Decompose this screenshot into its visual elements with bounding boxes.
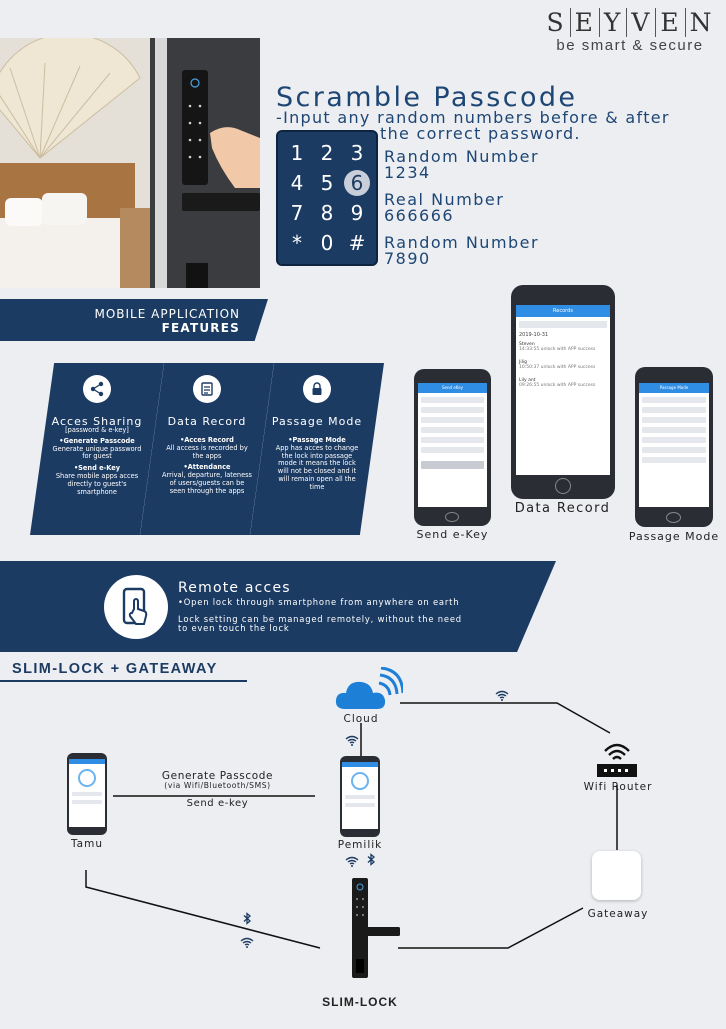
connection-lines <box>85 702 618 949</box>
share-icon <box>83 375 111 403</box>
remote-line-1: •Open lock through smartphone from anywh… <box>178 597 460 607</box>
label-wifi-router: Wifi Router <box>583 781 653 793</box>
smartphone-touch-icon <box>104 575 168 639</box>
phone-passage-mode: Passage Mode <box>635 367 713 527</box>
cloud-icon <box>333 666 405 717</box>
wifi-icon <box>495 686 509 705</box>
lock-circle-icon <box>78 769 96 787</box>
wifi-router-icon <box>596 739 638 783</box>
remote-acces-band <box>0 561 556 652</box>
keypad: 1 2 3 4 5 6 7 8 9 * 0 # <box>276 130 378 266</box>
key-1: 1 <box>290 141 304 165</box>
lock-circle-icon <box>351 772 369 790</box>
slim-lock-device-icon <box>318 877 400 987</box>
home-button-icon <box>555 478 571 494</box>
hero-photo <box>0 38 260 288</box>
phone-tamu <box>67 753 107 835</box>
key-hash: # <box>348 231 366 255</box>
key-9: 9 <box>350 201 364 225</box>
wifi-icon <box>240 933 254 952</box>
brand-tagline: be smart & secure <box>556 37 704 54</box>
scramble-title: Scramble Passcode <box>276 82 578 113</box>
phone-send-ekey: Send eKey <box>414 369 491 526</box>
remote-line-2: Lock setting can be managed remotely, wi… <box>178 614 462 624</box>
real-number: Real Number 666666 <box>384 190 505 225</box>
key-star: * <box>292 231 302 255</box>
label-send-ekey: Send e-Key <box>416 528 489 541</box>
phone-data-record: Records 2019-10-31 Steven 14:33:55 unloc… <box>511 285 615 499</box>
random-number-before: Random Number 1234 <box>384 147 540 182</box>
bluetooth-icon <box>367 851 376 870</box>
remote-title: Remote acces <box>178 580 291 596</box>
key-4: 4 <box>290 171 304 195</box>
random-number-after: Random Number 7890 <box>384 233 540 268</box>
features-banner: MOBILE APPLICATION FEATURES <box>0 299 268 341</box>
label-passage-mode: Passage Mode <box>628 530 720 543</box>
padlock-icon <box>303 375 331 403</box>
label-slim-lock: SLIM-LOCK <box>322 995 398 1009</box>
phone-pemilik <box>340 756 380 837</box>
bluetooth-icon <box>243 910 252 929</box>
key-2: 2 <box>320 141 334 165</box>
label-tamu: Tamu <box>71 838 103 850</box>
key-6-selected: 6 <box>342 168 372 198</box>
key-3: 3 <box>350 141 364 165</box>
label-data-record: Data Record <box>514 501 611 516</box>
feature-card-acces-sharing: Acces Sharing [password & e-key] •Genera… <box>30 363 164 535</box>
title-underline <box>0 680 247 682</box>
label-pemilik: Pemilik <box>337 839 383 851</box>
feature-card-data-record: Data Record •Acces Record All access is … <box>140 363 274 535</box>
document-record-icon <box>193 375 221 403</box>
logo-wordmark: S E Y V E N <box>540 8 720 37</box>
label-cloud: Cloud <box>343 713 379 725</box>
label-gateaway: Gateaway <box>587 908 649 920</box>
label-generate-passcode: Generate Passcode <box>161 770 274 782</box>
bedroom-door-illustration <box>0 38 260 288</box>
home-button-icon <box>666 512 681 523</box>
key-7: 7 <box>290 201 304 225</box>
home-button-icon <box>445 512 459 522</box>
brand-logo: S E Y V E N be smart & secure <box>540 8 720 54</box>
label-send-e-key: Send e-key <box>186 798 249 809</box>
key-5: 5 <box>320 171 334 195</box>
feature-card-passage-mode: Passage Mode •Passage Mode App has acces… <box>250 363 384 535</box>
remote-line-3: to even touch the lock <box>178 623 290 633</box>
key-8: 8 <box>320 201 334 225</box>
diagram-title: SLIM-LOCK + GATEAWAY <box>12 661 218 677</box>
scramble-subtitle: -Input any random numbers before & after… <box>276 108 670 143</box>
label-via: (via Wifi/Bluetooth/SMS) <box>164 781 271 790</box>
key-0: 0 <box>320 231 334 255</box>
wifi-icon <box>345 731 359 750</box>
gateway-device-icon <box>592 851 641 900</box>
wifi-icon <box>345 852 359 871</box>
